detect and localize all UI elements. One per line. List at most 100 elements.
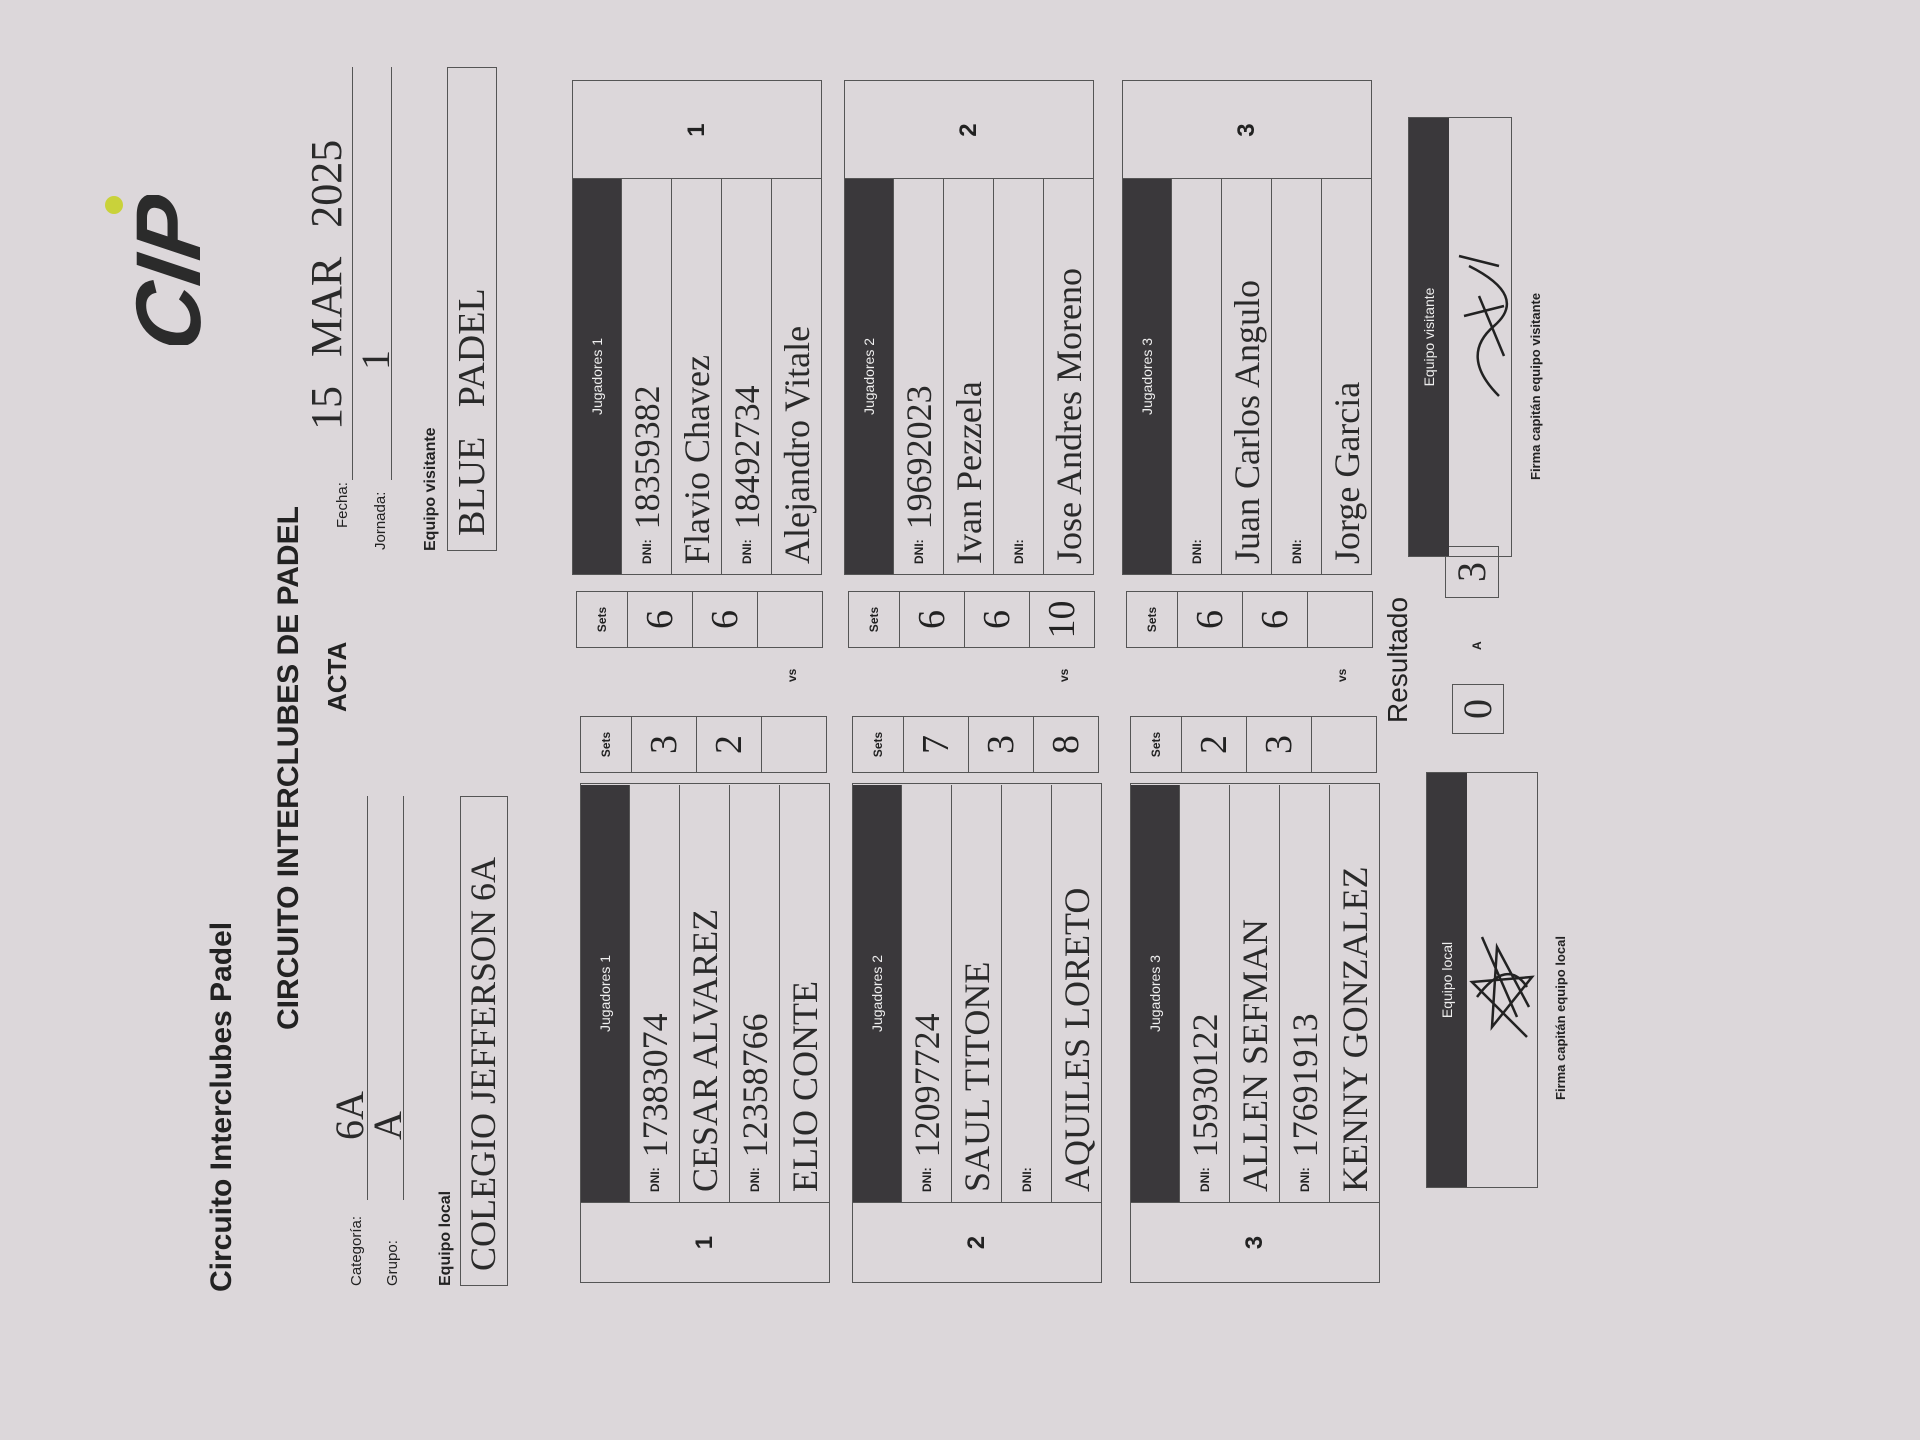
resultado-local-value: 0 (1455, 699, 1500, 719)
visitor-signature-header: Equipo visitante (1409, 118, 1449, 556)
visitor-signature-icon (1458, 254, 1509, 397)
dni-label: DNI: (747, 1167, 762, 1192)
set-score: 8 (1033, 717, 1098, 772)
resultado-visitor-value: 3 (1449, 562, 1494, 582)
dni-label: DNI: (647, 1167, 662, 1192)
players-header: Jugadores 1 (573, 179, 621, 574)
set-score (1307, 592, 1372, 647)
visitor-signature-box: Equipo visitante (1408, 117, 1512, 557)
set-score: 6 (1177, 592, 1242, 647)
name-row: Jose Andres Moreno (1043, 179, 1093, 574)
sets-label: Sets (1149, 731, 1163, 758)
players-header: Jugadores 2 (853, 785, 901, 1202)
document-subtitle: CIRCUITO INTERCLUBES DE PADEL (272, 506, 305, 1030)
cip-logo-icon: CIP (105, 195, 220, 345)
set-score: 10 (1029, 592, 1094, 647)
fecha-line (352, 67, 353, 480)
player-name: CESAR ALVAREZ (684, 908, 725, 1192)
dni-row: DNI:19692023 (893, 179, 943, 574)
dni-row: DNI: (1001, 785, 1051, 1202)
grupo-label: Grupo: (384, 1240, 401, 1286)
dni-value: 17691913 (1284, 1013, 1325, 1158)
dni-label: DNI: (639, 539, 654, 564)
name-row: ELIO CONTE (779, 785, 829, 1202)
dni-label: DNI: (919, 1167, 934, 1192)
match-number: 3 (1123, 82, 1371, 179)
player-name: ALLEN SEFMAN (1234, 918, 1275, 1192)
player-name: Jose Andres Moreno (1048, 268, 1089, 564)
player-name: Ivan Pezzela (948, 381, 989, 564)
dni-value: 12358766 (734, 1013, 775, 1158)
dni-row: DNI: 18492734 (721, 179, 771, 574)
set-score: 2 (1181, 717, 1246, 772)
name-row: CESAR ALVAREZ (679, 785, 729, 1202)
player-name: KENNY GONZALEZ (1334, 866, 1375, 1192)
player-name: Flavio Chavez (676, 355, 717, 564)
name-row: KENNY GONZALEZ (1329, 785, 1379, 1202)
document-title: Circuito Interclubes Padel (205, 921, 238, 1292)
equipo-local-label: Equipo local (437, 1190, 454, 1286)
dni-row: DNI: 17383074 (629, 785, 679, 1202)
name-row: Flavio Chavez (671, 179, 721, 574)
players-header: Jugadores 1 (581, 785, 629, 1202)
visitor-signature-caption: Firma capitán equipo visitante (1528, 292, 1543, 480)
local-signature-caption: Firma capitán equipo local (1553, 936, 1568, 1100)
categoria-label: Categoría: (348, 1215, 365, 1286)
players-header: Jugadores 3 (1131, 785, 1179, 1202)
set-score: 6 (899, 592, 964, 647)
sets-label: Sets (867, 606, 881, 633)
player-name: Juan Carlos Angulo (1226, 280, 1267, 564)
local-signature-header: Equipo local (1427, 773, 1467, 1187)
vs-label: vs (1057, 668, 1071, 682)
dni-label: DNI: (739, 539, 754, 564)
match-number: 1 (573, 82, 821, 179)
fecha-label: Fecha: (334, 482, 351, 528)
name-row: Ivan Pezzela (943, 179, 993, 574)
set-score: 3 (631, 717, 696, 772)
set-score: 6 (627, 592, 692, 647)
equipo-local-value: COLEGIO JEFFERSON 6A (463, 856, 503, 1271)
fecha-value: 15 MAR 2025 (302, 139, 351, 430)
dni-value: 12097724 (906, 1013, 947, 1158)
set-score (761, 717, 826, 772)
resultado-label: Resultado (1382, 596, 1413, 723)
dni-label: DNI: (1011, 539, 1026, 564)
dni-value: 17383074 (634, 1013, 675, 1158)
grupo-value: A (365, 1111, 410, 1140)
local-signature-box: Equipo local (1426, 772, 1538, 1188)
dni-row: DNI:18359382 (621, 179, 671, 574)
sets-label: Sets (595, 606, 609, 633)
dni-label: DNI: (1019, 1167, 1034, 1192)
dni-value: 18492734 (726, 385, 767, 530)
equipo-visitante-field: BLUE PADEL (447, 67, 497, 551)
set-score (1311, 717, 1376, 772)
jornada-label: Jornada: (372, 491, 389, 550)
match-number: 1 (581, 1202, 829, 1282)
equipo-local-field: COLEGIO JEFFERSON 6A (460, 796, 508, 1286)
player-name: AQUILES LORETO (1056, 887, 1097, 1192)
name-row: SAUL TITONE (951, 785, 1001, 1202)
set-score: 6 (692, 592, 757, 647)
dni-row: DNI: (1271, 179, 1321, 574)
set-score: 6 (964, 592, 1029, 647)
dni-label: DNI: (1289, 539, 1304, 564)
dni-row: DNI:15930122 (1179, 785, 1229, 1202)
dni-row: DNI: (1171, 179, 1221, 574)
dni-row: DNI: (993, 179, 1043, 574)
resultado-separator: A (1470, 641, 1484, 650)
jornada-line (391, 67, 392, 480)
match-number: 2 (845, 82, 1093, 179)
dni-value: 15930122 (1184, 1013, 1225, 1158)
match-number: 3 (1131, 1202, 1379, 1282)
name-row: Juan Carlos Angulo (1221, 179, 1271, 574)
